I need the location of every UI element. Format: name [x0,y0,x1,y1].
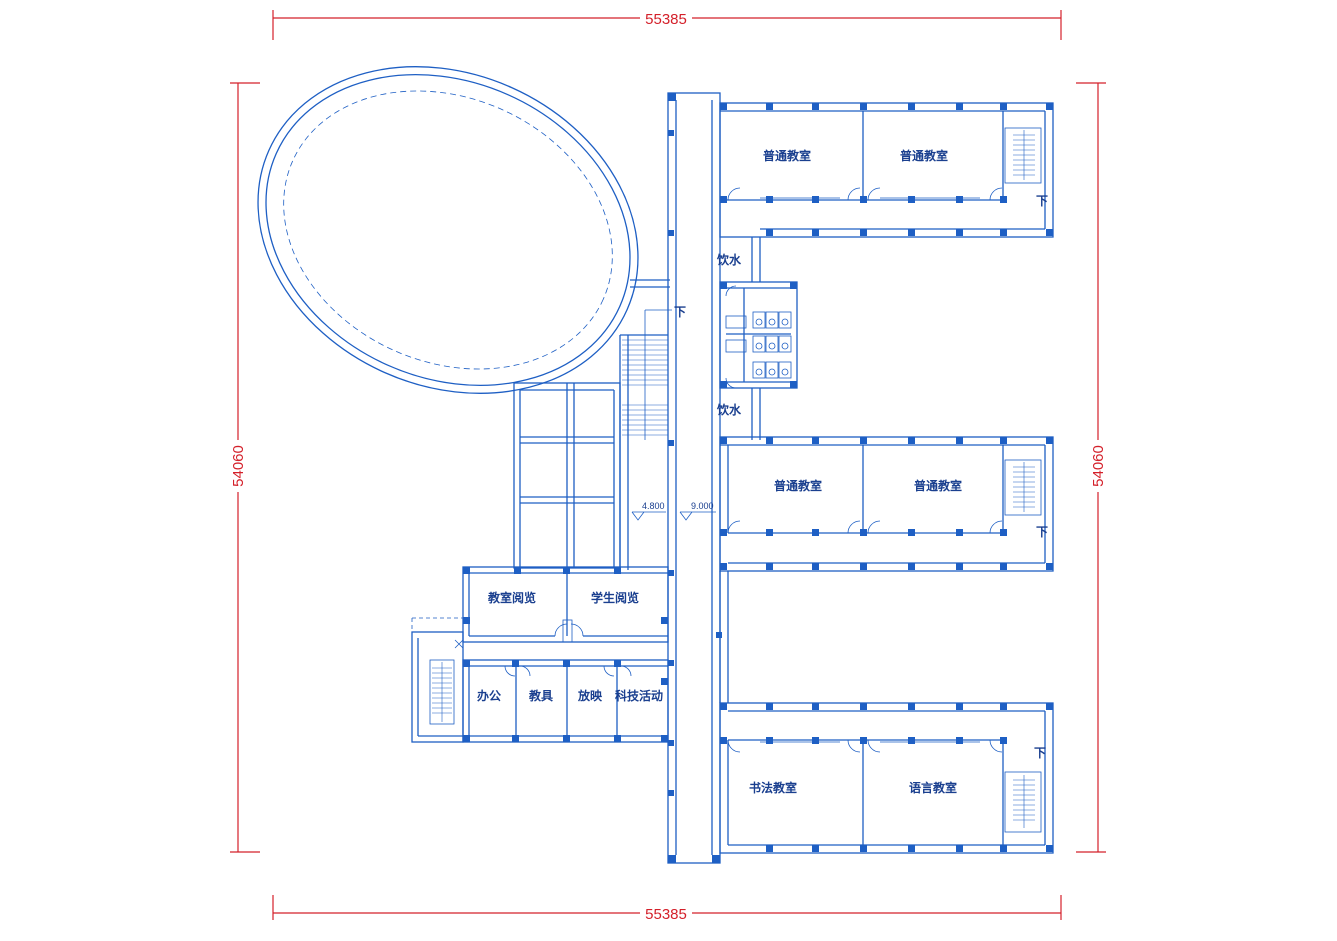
stair-label-main: 下 [674,305,686,319]
room-language: 语言教室 [909,780,957,795]
connector-south [716,571,729,703]
toilet-block [719,281,798,389]
connector-north: 饮水 饮水 [716,237,761,440]
room-teaching-aids: 教具 [528,688,553,703]
dimension-left: 54060 [230,82,260,853]
main-stair: 下 [619,305,686,570]
dimension-top: 55385 [272,10,1062,40]
dimension-left-text: 54060 [230,445,247,487]
dimension-top-text: 55385 [645,11,687,28]
east-wing-2: 下 普通教室 普通教室 [719,436,1054,572]
office-block: 办公 教具 放映 科技活动 [462,659,669,743]
east-wing-1: 下 普通教室 普通教室 [719,102,1054,238]
dimension-bottom-text: 55385 [645,906,687,923]
dimension-bottom: 55385 [272,895,1062,923]
southwest-stair [411,617,464,743]
room-classroom-1: 普通教室 [763,148,811,163]
room-office: 办公 [477,688,501,703]
room-student-reading: 学生阅览 [591,590,639,605]
room-science-activity: 科技活动 [615,688,663,703]
label-drinking-water-1: 饮水 [716,252,742,267]
room-projection: 放映 [577,688,603,703]
stair-label-east-3: 下 [1034,746,1046,760]
level-marks: 4.800 9.000 [631,501,716,521]
main-corridor [667,92,721,864]
stair-label-east-1: 下 [1036,194,1048,208]
east-wing-3: 下 书法教室 语言教室 [719,702,1054,854]
dimension-right: 54060 [1076,82,1107,853]
oval-hall [257,66,670,394]
reading-block: 教室阅览 学生阅览 [462,566,669,643]
room-teacher-reading: 教室阅览 [487,590,536,605]
room-calligraphy: 书法教室 [749,780,797,795]
room-classroom-4: 普通教室 [914,478,962,493]
room-classroom-2: 普通教室 [900,148,948,163]
dimension-right-text: 54060 [1090,445,1107,487]
atrium-grid [513,382,621,569]
level-b: 9.000 [691,501,714,511]
label-drinking-water-2: 饮水 [716,402,742,417]
room-classroom-3: 普通教室 [774,478,822,493]
level-a: 4.800 [642,501,665,511]
stair-label-east-2: 下 [1036,525,1048,539]
